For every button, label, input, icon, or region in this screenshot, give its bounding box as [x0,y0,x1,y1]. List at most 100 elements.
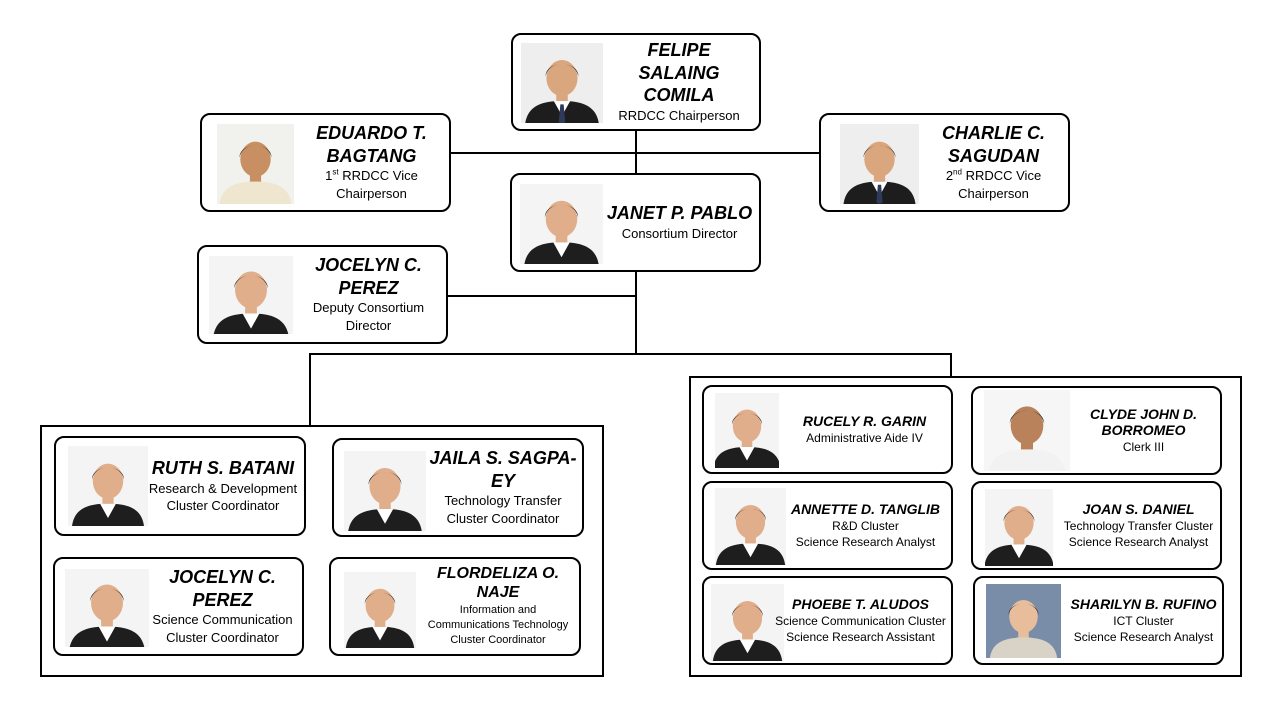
portrait-photo-blazer [209,256,293,334]
person-role: Cluster Coordinator [446,511,560,526]
person-name: ANNETTE D. TANGLIB [790,500,941,517]
person-role: Science Research Analyst [1068,534,1209,549]
person-card-staff: JOAN S. DANIEL Technology Transfer Clust… [971,481,1222,570]
collar [742,543,759,558]
portrait-silhouette [521,43,603,123]
person-role: Cluster Coordinator [450,634,546,647]
portrait-silhouette [711,584,784,661]
portrait-photo-suit-tie [521,43,603,123]
collar [1011,544,1027,559]
collar [739,639,756,654]
person-role: 1st RRDCC Vice Chairperson [325,168,418,201]
portrait-silhouette [520,184,603,264]
person-card-staff: RUCELY R. GARIN Administrative Aide IV [702,385,953,474]
collar [553,242,570,258]
person-role: Administrative Aide IV [806,430,923,445]
person-name: FLORDELIZA O. NAJE [436,565,560,602]
person-role: Cluster Coordinator [166,498,280,514]
face [864,141,895,177]
portrait-photo-blazer [715,488,786,565]
person-role: Consortium Director [621,225,738,241]
portrait-photo-blazer [65,569,149,647]
portrait-silhouette [217,124,294,204]
person-name: JOCELYN C. PEREZ [315,255,422,298]
person-card-chairperson: FELIPE SALAING COMILA RRDCC Chairperson [511,33,761,131]
portrait-silhouette [68,446,148,526]
face [732,409,762,443]
person-card-staff: SHARILYN B. RUFINO ICT Cluster Science R… [973,576,1224,665]
face [235,271,267,309]
connector-line [309,353,311,426]
person-role: Science Communication Cluster [775,613,946,628]
connector-line [451,152,820,154]
person-card-coordinator: JAILA S. SAGPA-EY Technology Transfer Cl… [332,438,584,537]
portrait-photo-casual [984,390,1070,471]
portrait-photo-suit-tie [840,124,919,204]
person-role: RRDCC Chairperson [618,107,740,123]
tie [558,104,566,123]
person-name: RUCELY R. GARIN [802,413,927,429]
tie [876,184,883,204]
portrait-photo-blazer [711,584,784,661]
portrait-silhouette [984,390,1070,471]
person-role: Deputy Consortium Director [312,300,425,333]
person-card-staff: ANNETTE D. TANGLIB R&D Cluster Science R… [702,481,953,570]
person-name: JOCELYN C. PEREZ [169,567,276,610]
connector-line [447,295,636,297]
person-role: Cluster Coordinator [166,630,279,645]
face [365,588,395,623]
face [1010,406,1044,445]
connector-line [635,271,637,355]
person-card-staff: CLYDE JOHN D. BORROMEO Clerk III [971,386,1222,475]
face [732,600,763,635]
person-role: Technology Transfer Cluster [1063,518,1214,533]
collar [376,509,394,524]
portrait-photo-blazer [344,451,426,531]
person-name: CHARLIE C. SAGUDAN [942,123,1045,166]
portrait-silhouette [65,569,149,647]
person-card-vice-chairperson-2: CHARLIE C. SAGUDAN 2nd RRDCC Vice Chairp… [819,113,1070,212]
portrait-photo-blazer [520,184,603,264]
person-card-coordinator: FLORDELIZA O. NAJE Information and Commu… [329,557,581,656]
collar [247,181,264,196]
portrait-photo-polo [217,124,294,204]
person-card-vice-chairperson-1: EDUARDO T. BAGTANG 1st RRDCC Vice Chairp… [200,113,451,212]
person-role: Science Communication [152,612,293,628]
portrait-photo-blazer [344,572,416,648]
portrait-silhouette [715,393,779,468]
face [92,463,124,499]
portrait-silhouette [209,256,293,334]
face [91,584,123,622]
person-role: ICT Cluster [1113,613,1174,628]
collar [100,503,116,518]
collar [1018,449,1036,465]
person-name: PHOEBE T. ALUDOS [792,595,929,612]
connector-line [309,353,952,355]
portrait-photo-blazer [985,489,1053,566]
person-role: Information and [459,603,537,616]
face [546,60,578,97]
person-role: Communications Technology [427,618,569,631]
collar [1016,637,1031,651]
portrait-silhouette [985,489,1053,566]
face [240,141,271,177]
portrait-silhouette [715,488,786,565]
face [1004,505,1034,540]
person-name: SHARILYN B. RUFINO [1070,595,1217,612]
portrait-silhouette [344,572,416,648]
portrait-silhouette [986,584,1061,658]
person-role: 2nd RRDCC Vice Chairperson [945,168,1042,201]
connector-line [950,353,952,377]
portrait-photo-blazer [715,393,779,468]
person-name: FELIPE SALAING COMILA [638,40,720,106]
collar [98,626,116,642]
person-role: Science Research Analyst [795,534,936,549]
person-role: Clerk III [1122,440,1165,455]
person-role: Science Research Analyst [1073,629,1214,644]
portrait-photo-formal [986,584,1061,658]
face [369,468,401,505]
person-card-staff: PHOEBE T. ALUDOS Science Communication C… [702,576,953,665]
portrait-photo-blazer [68,446,148,526]
person-card-director: JANET P. PABLO Consortium Director [510,173,761,272]
